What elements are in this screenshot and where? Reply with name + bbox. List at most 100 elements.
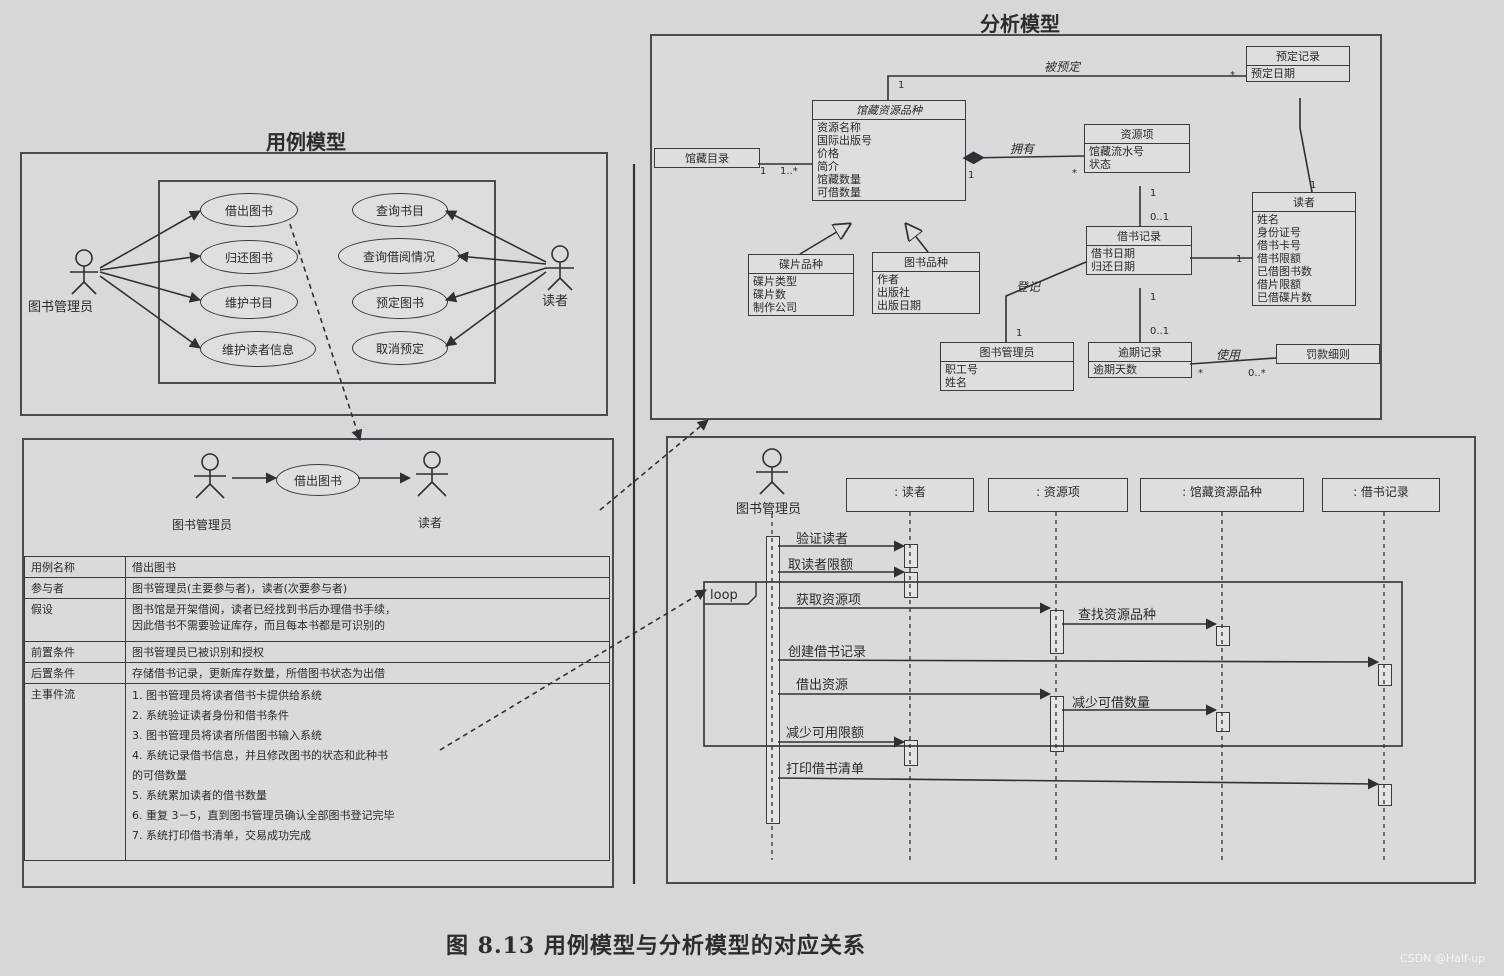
figure-caption: 图 8.13 用例模型与分析模型的对应关系 [446,933,866,959]
detail-actor-librarian-icon [194,453,226,499]
class-name: 逾期记录 [1089,343,1191,362]
class-attr: 已借碟片数 [1257,291,1312,304]
message-label: 验证读者 [796,532,849,547]
class-attr: 逾期天数 [1093,363,1137,376]
activation-bar [1378,664,1392,686]
activation-bar [766,536,780,824]
class-resource-type: 馆藏资源品种 资源名称 国际出版号 价格 简介 馆藏数量 可借数量 [812,100,966,201]
mult-label: 1..* [780,166,798,177]
table-row: 参与者 图书管理员(主要参与者)，读者(次要参与者) [24,577,610,599]
activation-bar [904,572,918,598]
message-label: 创建借书记录 [788,645,867,660]
message-label: 取读者限额 [788,558,854,573]
detail-actor-librarian-label: 图书管理员 [172,518,233,532]
class-borrow-record: 借书记录 借书日期 归还日期 [1086,226,1192,275]
class-attr: 身份证号 [1257,226,1301,239]
activation-bar [1050,696,1064,752]
mult-label: 1 [1236,254,1243,265]
class-name: 馆藏目录 [685,152,729,165]
mult-label: 1 [760,166,767,177]
class-attr: 职工号 [945,363,978,376]
class-attr: 已借图书数 [1257,265,1312,278]
actor-librarian-icon [70,249,98,295]
mult-label: 0..1 [1150,326,1170,337]
actor-librarian-label: 图书管理员 [28,300,94,315]
use-case-model-title: 用例模型 [266,130,346,154]
class-name: 读者 [1253,193,1355,212]
mult-label: 0..1 [1150,212,1170,223]
lifeline-resource-type: : 馆藏资源品种 [1140,478,1304,512]
class-catalog: 馆藏目录 [654,148,760,168]
flow-step: 1. 图书管理员将读者借书卡提供给系统 [132,689,322,702]
spec-key: 用例名称 [24,556,126,578]
class-attr: 简介 [817,160,839,173]
class-attr: 借书限额 [1257,252,1301,265]
activation-bar [1378,784,1392,806]
flow-step: 2. 系统验证读者身份和借书条件 [132,709,289,722]
class-attr: 出版社 [877,286,910,299]
class-name: 图书品种 [873,253,979,272]
flow-step: 的可借数量 [132,769,187,782]
assumption-line: 因此借书不需要验证库存，而且每本书都是可识别的 [132,619,385,632]
class-name: 借书记录 [1087,227,1191,246]
class-attr: 馆藏数量 [817,173,861,186]
class-fine-rule: 罚款细则 [1276,344,1380,364]
assoc-uses-label: 使用 [1216,348,1241,362]
use-case-spec-table: 用例名称 借出图书 参与者 图书管理员(主要参与者)，读者(次要参与者) 假设 … [24,556,610,861]
class-attr: 预定日期 [1251,67,1295,80]
table-row: 用例名称 借出图书 [24,556,610,578]
table-row: 假设 图书馆是开架借阅，读者已经找到书后办理借书手续， 因此借书不需要验证库存，… [24,598,610,642]
spec-value: 图书馆是开架借阅，读者已经找到书后办理借书手续， 因此借书不需要验证库存，而且每… [125,598,610,642]
use-case-return: 归还图书 [200,240,298,274]
assoc-owns-label: 拥有 [1010,142,1035,156]
spec-value: 借出图书 [125,556,610,578]
activation-bar [1050,610,1064,654]
use-case-query-catalog: 查询书目 [352,193,448,227]
seq-actor-librarian-icon [756,448,788,495]
spec-key: 主事件流 [24,683,126,861]
analysis-model-title: 分析模型 [980,12,1060,36]
mult-label: 1 [1150,292,1157,303]
class-attr: 国际出版号 [817,134,872,147]
class-resource-item: 资源项 馆藏流水号 状态 [1084,124,1190,173]
mult-label: 1 [968,170,975,181]
message-label: 获取资源项 [796,593,862,608]
use-case-reserve: 预定图书 [352,285,448,319]
use-case-query-borrow: 查询借阅情况 [338,238,460,274]
class-attr: 归还日期 [1091,260,1135,273]
class-attr: 资源名称 [817,121,861,134]
assoc-reserved-label: 被预定 [1044,60,1081,74]
spec-key: 后置条件 [24,662,126,684]
class-attr: 碟片数 [753,288,786,301]
class-attr: 制作公司 [753,301,797,314]
flow-step: 7. 系统打印借书清单，交易成功完成 [132,829,311,842]
use-case-maintain-reader: 维护读者信息 [200,331,316,367]
detail-actor-reader-label: 读者 [418,516,443,530]
detail-actor-reader-icon [416,451,448,497]
mult-label: 1 [1016,328,1023,339]
actor-reader-label: 读者 [542,294,569,309]
flow-step: 6. 重复 3－5，直到图书管理员确认全部图书登记完毕 [132,809,395,822]
use-case-borrow: 借出图书 [200,193,298,227]
class-attr: 价格 [817,147,839,160]
activation-bar [1216,712,1230,732]
activation-bar [904,544,918,568]
spec-value: 1. 图书管理员将读者借书卡提供给系统 2. 系统验证读者身份和借书条件 3. … [125,683,610,861]
class-attr: 借书卡号 [1257,239,1301,252]
mult-label: 0..* [1248,368,1266,379]
class-librarian: 图书管理员 职工号 姓名 [940,342,1074,391]
use-case-maintain-catalog: 维护书目 [200,285,298,319]
mult-label: * [1198,368,1203,379]
class-reservation: 预定记录 预定日期 [1246,46,1350,82]
class-attr: 状态 [1089,158,1111,171]
message-label: 减少可用限额 [786,726,865,741]
watermark: CSDN @Half-up [1400,952,1486,965]
use-case-cancel-reserve: 取消预定 [352,331,448,365]
loop-label: loop [710,588,738,603]
class-attr: 碟片类型 [753,275,797,288]
class-name: 图书管理员 [941,343,1073,362]
message-label: 打印借书清单 [786,762,865,777]
seq-actor-label: 图书管理员 [736,502,802,517]
flow-step: 5. 系统累加读者的借书数量 [132,789,267,802]
